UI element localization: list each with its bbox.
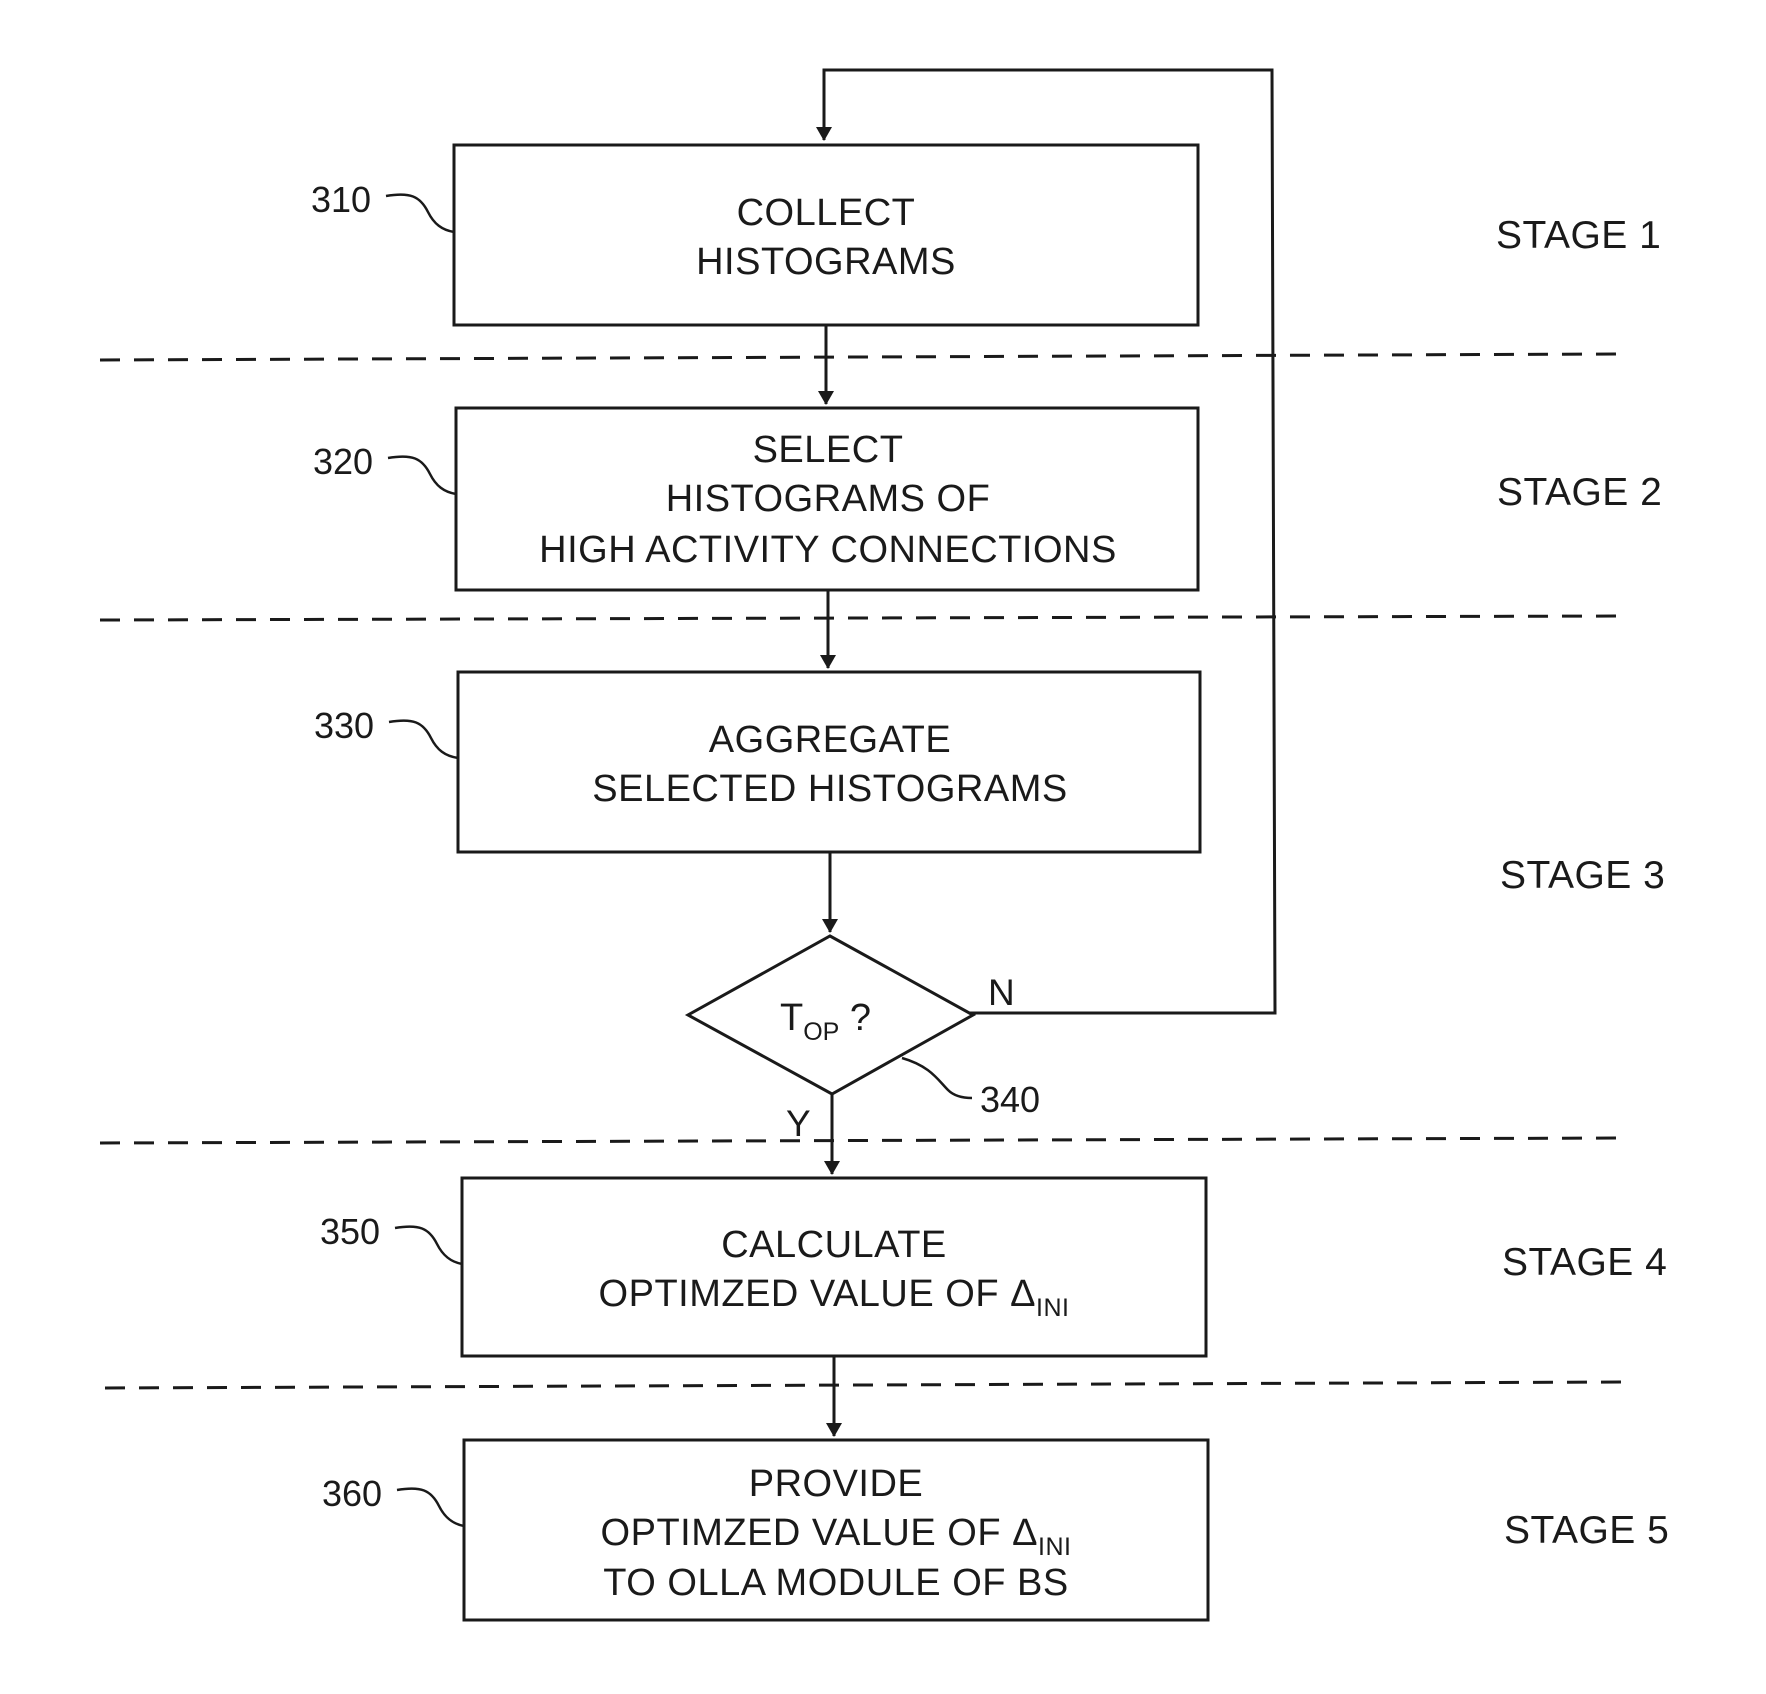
ref-320-label: 320: [313, 441, 373, 482]
stage-divider-2: [100, 616, 1620, 620]
stage-label-2: STAGE 2: [1497, 471, 1662, 514]
step-360-line-2: OPTIMZED VALUE OF ΔINI: [601, 1512, 1072, 1561]
step-350-line-2: OPTIMZED VALUE OF ΔINI: [599, 1273, 1070, 1322]
ref-340: 340: [902, 1058, 1040, 1120]
ref-360-label: 360: [322, 1473, 382, 1514]
step-360-line-1: PROVIDE: [749, 1463, 924, 1505]
step-330-line-2: SELECTED HISTOGRAMS: [592, 768, 1067, 810]
stage-divider-3: [100, 1138, 1625, 1143]
stage-label-1: STAGE 1: [1496, 214, 1661, 257]
ref-320: 320: [313, 441, 456, 494]
step-320-line-1: SELECT: [753, 429, 904, 471]
step-320: SELECT HISTOGRAMS OF HIGH ACTIVITY CONNE…: [456, 408, 1198, 590]
step-310: COLLECT HISTOGRAMS: [454, 145, 1198, 325]
stage-divider-1: [100, 354, 1620, 360]
step-330: AGGREGATE SELECTED HISTOGRAMS: [458, 672, 1200, 852]
step-350-line-1: CALCULATE: [721, 1224, 947, 1266]
stage-label-5: STAGE 5: [1504, 1509, 1669, 1552]
step-310-line-2: HISTOGRAMS: [696, 241, 956, 283]
ref-310-label: 310: [311, 179, 371, 220]
stage-divider-4: [105, 1382, 1625, 1388]
step-320-line-3: HIGH ACTIVITY CONNECTIONS: [539, 529, 1117, 571]
decision-subscript: OP: [803, 1018, 839, 1046]
ref-360: 360: [322, 1473, 464, 1526]
ref-340-label: 340: [980, 1079, 1040, 1120]
ref-330-label: 330: [314, 705, 374, 746]
decision-no-label: N: [988, 972, 1015, 1013]
stage-label-3: STAGE 3: [1500, 854, 1665, 897]
stage-label-4: STAGE 4: [1502, 1241, 1667, 1284]
decision-340: TOP ?: [688, 936, 973, 1094]
step-320-line-2: HISTOGRAMS OF: [666, 478, 991, 520]
step-350: CALCULATE OPTIMZED VALUE OF ΔINI: [462, 1178, 1206, 1356]
step-310-line-1: COLLECT: [737, 192, 916, 234]
step-330-line-1: AGGREGATE: [709, 719, 951, 761]
step-360: PROVIDE OPTIMZED VALUE OF ΔINI TO OLLA M…: [464, 1440, 1208, 1620]
ref-350: 350: [320, 1211, 462, 1264]
decision-symbol: T: [780, 997, 803, 1039]
ref-330: 330: [314, 705, 458, 758]
decision-suffix: ?: [839, 997, 871, 1039]
ref-350-label: 350: [320, 1211, 380, 1252]
ref-310: 310: [311, 179, 454, 232]
decision-yes-label: Y: [786, 1103, 811, 1144]
step-360-line-3: TO OLLA MODULE OF BS: [603, 1562, 1068, 1604]
